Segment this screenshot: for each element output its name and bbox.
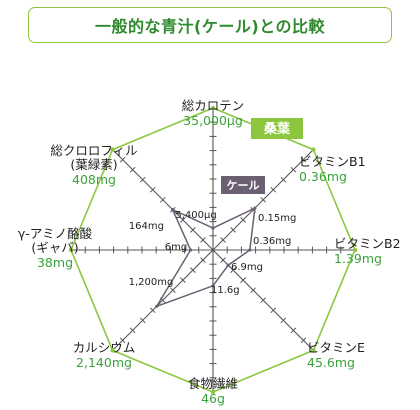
kale-value-label: 0.15mg <box>258 213 296 224</box>
axis-tick <box>190 267 196 273</box>
series-mulberry-point <box>68 247 74 253</box>
mulberry-value-label: 2,140mg <box>76 355 132 370</box>
series-kale-point <box>155 304 159 308</box>
axis-tick <box>200 237 206 243</box>
legend-mulberry-label: 桑葉 <box>263 121 291 137</box>
axis-tick <box>280 317 287 324</box>
mulberry-value-label: 408mg <box>72 172 116 187</box>
series-kale-point <box>211 284 215 288</box>
series-kale-point <box>248 248 252 252</box>
mulberry-value-label: 0.36mg <box>299 169 347 184</box>
mulberry-value-label: 46g <box>201 391 225 406</box>
series-kale-point <box>189 248 193 252</box>
axis-tick <box>270 307 277 314</box>
axis-tick <box>129 327 136 334</box>
series-mulberry-point <box>210 105 216 111</box>
series-mulberry-point <box>311 147 316 152</box>
axis-tick <box>180 217 186 223</box>
series-mulberry-point <box>352 247 358 253</box>
kale-value-label: 5,400μg <box>175 210 216 221</box>
axis-label: 総カロテン <box>182 98 245 113</box>
series-kale-point <box>211 226 215 230</box>
axis-tick <box>280 176 287 183</box>
axis-tick <box>149 307 156 314</box>
axis-tick <box>190 227 196 233</box>
legend-kale-label: ケール <box>227 179 260 192</box>
series-mulberry-point <box>110 348 115 353</box>
axis-tick <box>260 297 267 304</box>
chart-title: 一般的な青汁(ケール)との比較 <box>28 7 392 43</box>
mulberry-value-label: 1.39mg <box>334 251 382 266</box>
axis-tick <box>260 196 267 203</box>
axis-tick <box>240 217 246 223</box>
axis-tick <box>139 176 146 183</box>
axis-tick <box>139 317 146 324</box>
axis-tick <box>230 227 236 233</box>
series-mulberry-point <box>110 147 115 152</box>
axis-label: (ギャバ) <box>31 240 78 255</box>
axis-tick <box>240 277 246 283</box>
mulberry-value-label: 38mg <box>37 255 73 270</box>
axis-tick <box>200 257 206 263</box>
axis-tick <box>300 156 307 163</box>
axis-label: 総クロロフィル <box>50 143 137 158</box>
legend-kale-box <box>221 176 265 194</box>
axis-tick <box>220 237 226 243</box>
series-kale-point <box>226 263 230 267</box>
axis-tick <box>119 156 126 163</box>
legend-mulberry-box <box>251 118 303 139</box>
kale-value-label: 11.6g <box>211 285 240 296</box>
axis-tick <box>290 327 297 334</box>
axis-label: ビタミンB1 <box>299 154 366 169</box>
axis-tick <box>180 277 186 283</box>
axis-tick <box>290 166 297 173</box>
axis-label: ビタミンE <box>307 340 365 355</box>
series-mulberry-point <box>311 348 316 353</box>
series-kale-point <box>253 206 257 210</box>
axis-label: (葉緑素) <box>70 157 117 172</box>
chart-title-text: 一般的な青汁(ケール)との比較 <box>95 17 325 36</box>
kale-value-label: 0.36mg <box>253 236 291 247</box>
kale-value-label: 6mg <box>165 242 187 253</box>
axis-tick <box>159 196 166 203</box>
axis-tick <box>300 337 307 344</box>
series-kale-point <box>171 208 175 212</box>
mulberry-value-label: 45.6mg <box>307 355 355 370</box>
axis-tick <box>119 337 126 344</box>
kale-value-label: 6.9mg <box>231 262 263 273</box>
axis-tick <box>129 166 136 173</box>
mulberry-value-label: 35,000μg <box>183 113 243 128</box>
axis-label: 食物繊維 <box>188 376 238 391</box>
axis-tick <box>230 267 236 273</box>
kale-value-label: 1,200mg <box>129 277 174 288</box>
axis-tick <box>149 186 156 193</box>
axis-tick <box>250 287 256 293</box>
series-mulberry-point <box>210 389 216 395</box>
axis-label: γ-アミノ酪酸 <box>18 226 93 241</box>
axis-tick <box>170 287 176 293</box>
axis-label: ビタミンB2 <box>334 236 401 251</box>
axis-tick <box>270 186 277 193</box>
axis-label: カルシウム <box>73 340 136 355</box>
kale-value-label: 164mg <box>129 221 164 232</box>
axis-tick <box>220 257 226 263</box>
